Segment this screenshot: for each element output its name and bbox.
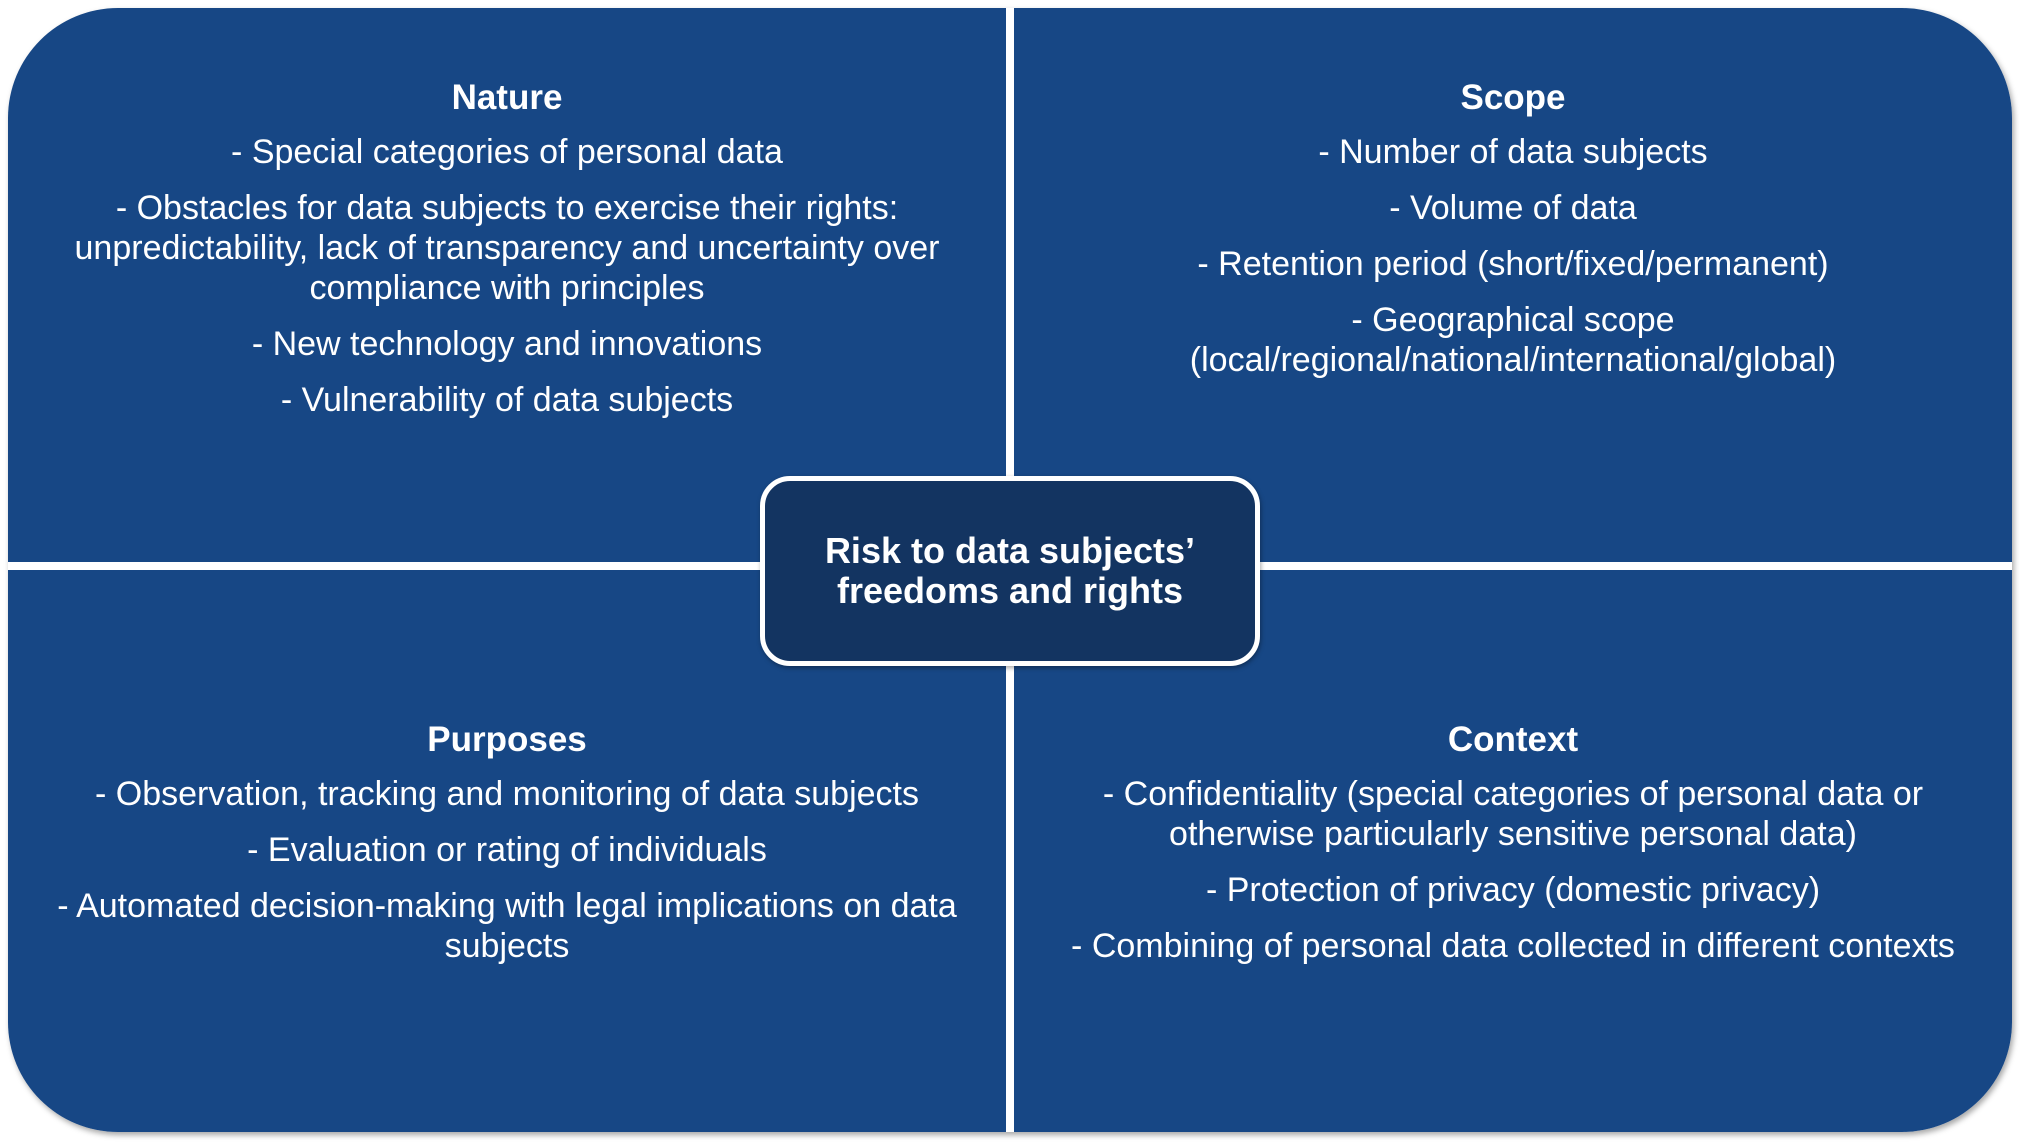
scope-title: Scope bbox=[1460, 78, 1566, 117]
scope-item: - Geographical scope (local/regional/nat… bbox=[1189, 301, 1837, 379]
purposes-title: Purposes bbox=[427, 720, 587, 759]
purposes-content: Purposes - Observation, tracking and mon… bbox=[28, 720, 986, 982]
context-item: - Combining of personal data collected i… bbox=[1071, 927, 1955, 965]
nature-list: - Special categories of personal data - … bbox=[28, 132, 986, 420]
purposes-item: - Evaluation or rating of individuals bbox=[247, 831, 767, 869]
scope-list: - Number of data subjects - Volume of da… bbox=[1034, 132, 1992, 380]
nature-item: - Obstacles for data subjects to exercis… bbox=[74, 189, 940, 307]
nature-item: - New technology and innovations bbox=[251, 325, 763, 363]
nature-item: - Special categories of personal data bbox=[231, 133, 783, 171]
scope-item: - Number of data subjects bbox=[1318, 133, 1708, 171]
purposes-item: - Automated decision-making with legal i… bbox=[57, 887, 957, 965]
nature-item: - Vulnerability of data subjects bbox=[280, 381, 734, 419]
context-item: - Protection of privacy (domestic privac… bbox=[1205, 871, 1821, 909]
purposes-item: - Observation, tracking and monitoring o… bbox=[95, 775, 919, 813]
nature-title: Nature bbox=[451, 78, 563, 117]
context-content: Context - Confidentiality (special categ… bbox=[1034, 720, 1992, 982]
nature-quadrant: Nature - Special categories of personal … bbox=[8, 8, 1006, 562]
scope-item: - Volume of data bbox=[1389, 189, 1637, 227]
context-title: Context bbox=[1447, 720, 1579, 759]
context-list: - Confidentiality (special categories of… bbox=[1034, 774, 1992, 966]
center-label: Risk to data subjects’ freedoms and righ… bbox=[824, 530, 1196, 611]
risk-factors-diagram: Nature - Special categories of personal … bbox=[8, 8, 2012, 1132]
scope-item: - Retention period (short/fixed/permanen… bbox=[1197, 245, 1829, 283]
context-item: - Confidentiality (special categories of… bbox=[1102, 775, 1924, 853]
purposes-list: - Observation, tracking and monitoring o… bbox=[28, 774, 986, 966]
center-risk-box: Risk to data subjects’ freedoms and righ… bbox=[760, 476, 1260, 666]
nature-content: Nature - Special categories of personal … bbox=[28, 78, 986, 436]
scope-quadrant: Scope - Number of data subjects - Volume… bbox=[1014, 8, 2012, 562]
scope-content: Scope - Number of data subjects - Volume… bbox=[1034, 78, 1992, 396]
